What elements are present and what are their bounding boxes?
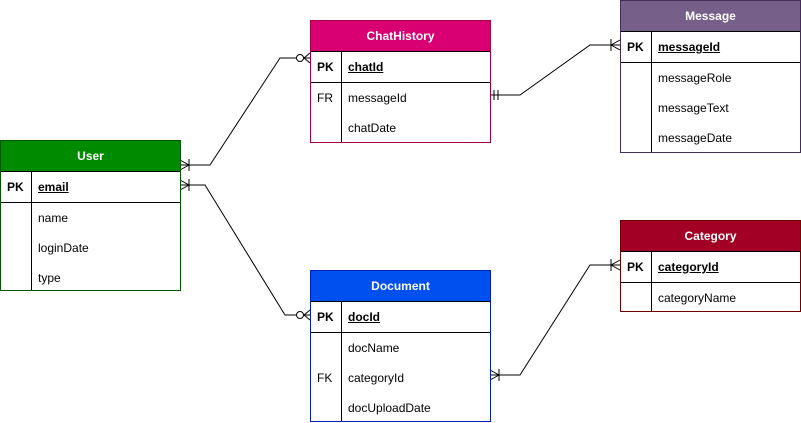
field-name: messageDate [658,131,733,145]
fields-section: FR messageId chatDate [311,82,490,142]
pk-section: PK email [1,171,180,202]
field-name: loginDate [38,241,89,255]
field-name: email [38,180,69,194]
relationship-document-category[interactable] [489,259,621,381]
key-label [1,263,31,293]
pk-section: PK categoryId [621,251,800,282]
key-label [1,233,31,263]
field-name: messageText [658,101,729,115]
entity-header: Category [621,221,800,251]
field-name: type [38,271,61,285]
field-row: loginDate [1,233,180,263]
field-name: categoryId [348,371,405,385]
field-row: FK categoryId [311,363,490,393]
field-row: messageDate [621,123,800,153]
entity-category[interactable]: Category PK categoryId categoryName [620,220,801,312]
key-label [621,123,651,153]
entity-header: Document [311,271,490,301]
fields-section: name loginDate type [1,202,180,290]
key-label: PK [317,310,334,324]
field-name: messageId [658,40,721,54]
crowsfoot-marker [303,52,311,64]
pk-section: PK chatId [311,51,490,82]
entity-header: ChatHistory [311,21,490,51]
field-row: messageText [621,93,800,123]
key-label: FK [317,371,333,385]
field-row: docUploadDate [311,393,490,423]
crowsfoot-marker [303,309,311,321]
entity-header: User [1,141,180,171]
key-label [311,393,341,423]
key-label [1,203,31,233]
field-row: FR messageId [311,83,490,113]
zero-marker [296,54,304,62]
relationship-user-chathistory[interactable] [179,52,311,171]
field-name: chatDate [348,121,397,135]
field-row: chatDate [311,113,490,143]
entity-document[interactable]: Document PK docId docName FK categoryId … [310,270,491,422]
key-label: PK [627,260,644,274]
key-label [621,93,651,123]
field-name: categoryId [658,260,719,274]
relationship-user-document[interactable] [179,179,311,321]
pk-section: PK docId [311,301,490,332]
key-label [621,283,651,313]
key-label [311,113,341,143]
entity-message[interactable]: Message PK messageId messageRole message… [620,0,801,153]
entity-chathistory[interactable]: ChatHistory PK chatId FR messageId chatD… [310,20,491,143]
field-row: categoryName [621,283,800,313]
fields-section: messageRole messageText messageDate [621,62,800,152]
field-row: docName [311,333,490,363]
field-name: name [38,211,69,225]
field-name: messageId [348,91,407,105]
field-row: messageRole [621,63,800,93]
field-name: docUploadDate [348,401,431,415]
fields-section: categoryName [621,282,800,311]
key-label [311,333,341,363]
key-label: PK [7,180,24,194]
field-name: categoryName [658,291,737,305]
pk-section: PK messageId [621,31,800,62]
field-row: name [1,203,180,233]
relationship-chathistory-message[interactable] [490,39,621,100]
key-label: PK [627,40,644,54]
field-name: chatId [348,60,384,74]
entity-user[interactable]: User PK email name loginDate type [0,140,181,291]
field-name: docName [348,341,400,355]
field-row: type [1,263,180,293]
field-name: docId [348,310,380,324]
key-label: PK [317,60,334,74]
key-label: FR [317,91,333,105]
key-label [621,63,651,93]
zero-marker [296,311,304,319]
field-name: messageRole [658,71,732,85]
entity-header: Message [621,1,800,31]
fields-section: docName FK categoryId docUploadDate [311,332,490,421]
